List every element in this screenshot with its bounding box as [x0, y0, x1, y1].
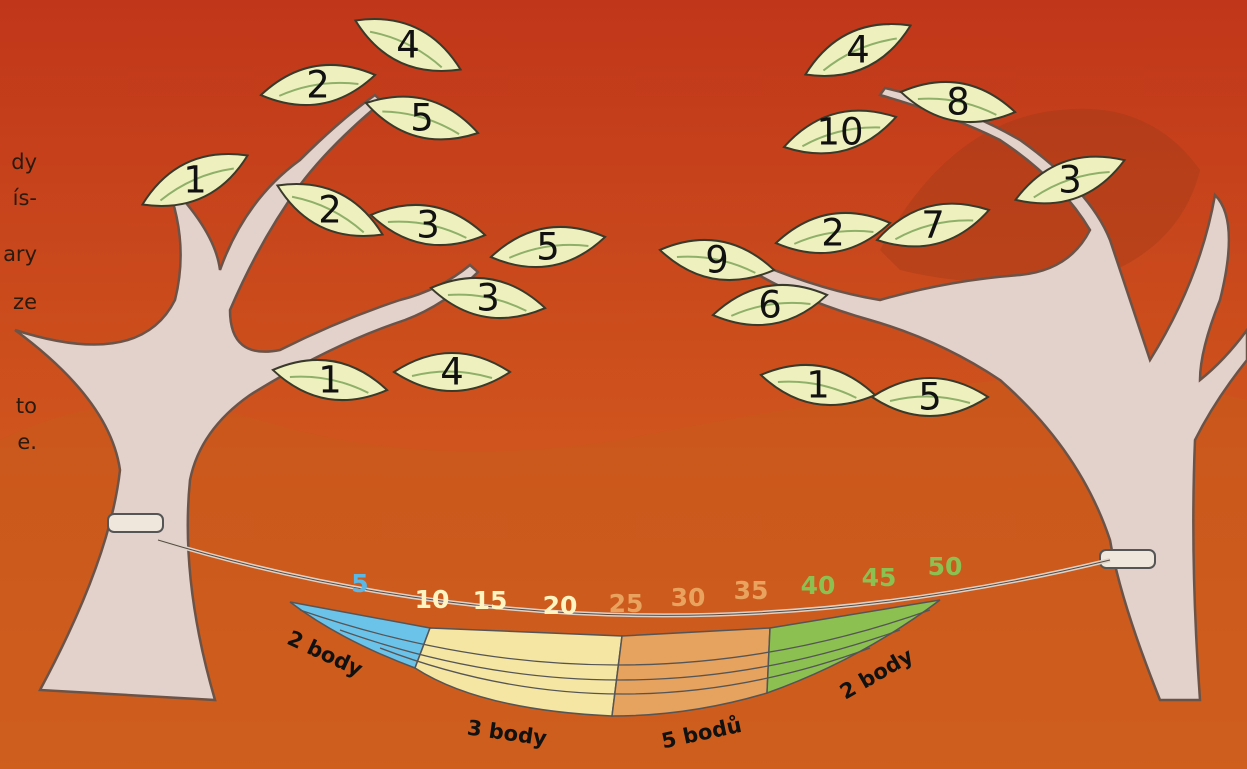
leaf-vein [822, 37, 897, 72]
leaf[interactable]: 8 [897, 69, 1019, 135]
right-tree [748, 86, 1247, 702]
leaf-vein [801, 126, 881, 148]
instruction-line: dy [11, 150, 37, 174]
leaf-number: 1 [806, 364, 830, 407]
leaf-number: 2 [821, 212, 845, 255]
leaf-number: 1 [183, 159, 207, 202]
score-label: 25 [609, 589, 644, 618]
leaf-vein [447, 293, 527, 312]
score-label: 15 [473, 586, 508, 615]
leaf-number: 10 [816, 111, 863, 154]
score-label: 30 [671, 583, 706, 612]
leaf-number: 1 [318, 359, 342, 402]
left-tree [14, 93, 480, 702]
leaf[interactable]: 4 [392, 351, 512, 394]
hills [0, 377, 1247, 769]
leaf-vein [730, 301, 811, 317]
leaf[interactable]: 3 [1007, 137, 1133, 222]
hammock-line-2 [339, 629, 901, 681]
hammock-rope-outline [157, 539, 1111, 616]
leaf-vein [411, 370, 493, 379]
leaf-vein [278, 81, 359, 97]
leaf-number: 7 [921, 204, 945, 247]
leaf-number: 4 [440, 351, 464, 394]
instruction-line: ís- [12, 186, 37, 210]
leaf[interactable]: 2 [267, 163, 393, 256]
hammock [289, 599, 941, 717]
instruction-line: ze [13, 290, 37, 314]
leaf-vein [382, 110, 460, 135]
leaf-vein [369, 30, 443, 69]
leaf[interactable]: 1 [132, 133, 258, 226]
score-label: 50 [928, 552, 963, 581]
band-yellow [414, 627, 623, 717]
leaf-number: 4 [396, 24, 420, 67]
leaf-vein [159, 167, 234, 202]
leaf[interactable]: 5 [870, 376, 990, 419]
leaf[interactable]: 5 [487, 214, 609, 280]
leaf-number: 2 [306, 64, 330, 107]
leaf-number: 6 [758, 284, 782, 327]
leaf-number: 5 [410, 97, 434, 140]
leaf-vein [676, 255, 756, 274]
leaf-number: 3 [476, 277, 500, 320]
leaf-number: 3 [1058, 159, 1082, 202]
leaf[interactable]: 2 [257, 52, 379, 118]
leaf-vein [291, 195, 365, 234]
leaf-vein [889, 395, 971, 404]
leaf[interactable]: 6 [709, 272, 831, 338]
hammock-line-3 [379, 647, 871, 695]
instruction-line: to [15, 394, 37, 418]
score-scale: 5 10 15 20 25 30 35 40 45 50 [351, 552, 962, 620]
leaf[interactable]: 9 [656, 227, 778, 293]
hammock-line-1 [299, 609, 931, 666]
leaf-number: 2 [318, 189, 342, 232]
leaf-vein [917, 97, 997, 116]
leaf[interactable]: 10 [777, 91, 903, 173]
leaf-number: 4 [846, 29, 870, 72]
leaf-number: 9 [705, 239, 729, 282]
leaf-number: 5 [536, 226, 560, 269]
leaf[interactable]: 5 [360, 80, 484, 156]
instruction-line: e. [17, 430, 37, 454]
left-trunk [14, 93, 480, 702]
right-trunk [748, 86, 1247, 702]
leaf[interactable]: 4 [795, 3, 921, 96]
leaf[interactable]: 1 [269, 347, 391, 413]
instruction-line: ary [3, 242, 37, 266]
leaf-vein [894, 219, 974, 241]
leaf[interactable]: 3 [427, 265, 549, 331]
score-label: 35 [734, 576, 769, 605]
leaf-vein [777, 380, 857, 399]
left-rope-tie [107, 513, 164, 533]
leaf-vein [289, 375, 369, 394]
leaf[interactable]: 4 [345, 0, 471, 92]
leaf-number: 3 [416, 204, 440, 247]
score-label: 5 [351, 569, 368, 598]
leaf[interactable]: 7 [871, 187, 995, 263]
score-label: 20 [543, 591, 578, 620]
score-label: 10 [415, 585, 450, 614]
leaf[interactable]: 2 [772, 200, 894, 266]
leaf-vein [793, 229, 874, 245]
score-label: 45 [862, 563, 897, 592]
right-rope-tie [1099, 549, 1156, 569]
leaf[interactable]: 1 [757, 352, 879, 418]
leaf-vein [1033, 170, 1110, 199]
instructions-panel: dy ís- ary ze to e. [0, 0, 40, 769]
leaf-number: 5 [918, 376, 942, 419]
leaf-vein [508, 243, 589, 259]
leaf-number: 8 [946, 81, 970, 124]
leaf[interactable]: 3 [367, 192, 489, 258]
leaf-vein [387, 220, 467, 239]
score-label: 40 [801, 571, 836, 600]
